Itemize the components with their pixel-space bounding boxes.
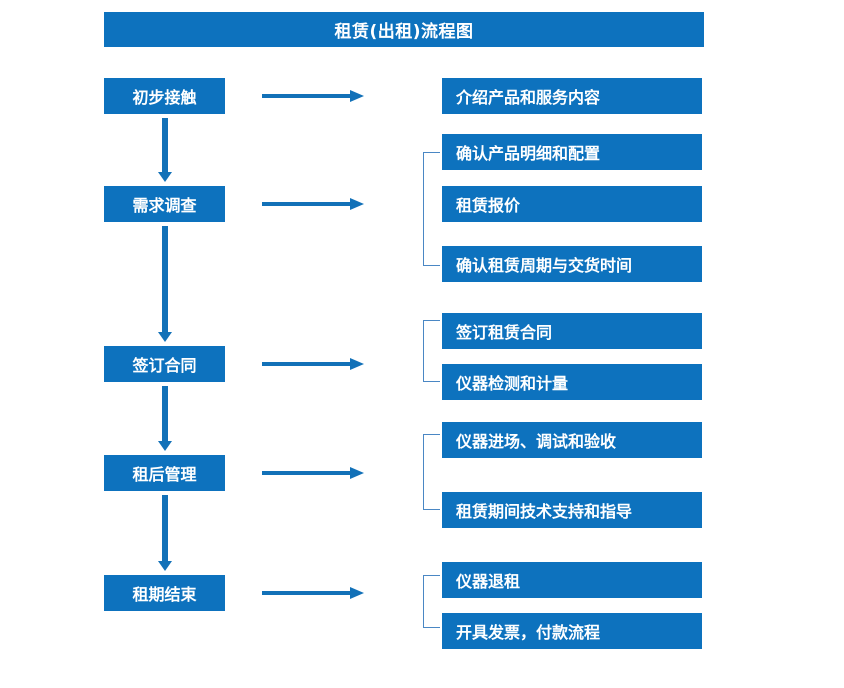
arrow-head [350,587,364,599]
stage-node-5[interactable]: 租期结束 [104,575,225,611]
arrow-head [350,467,364,479]
detail-node-10[interactable]: 开具发票，付款流程 [442,613,702,649]
arrow-head [158,561,172,571]
vertical-arrow-1-to-2 [158,118,172,182]
group-bracket-stage-4 [423,434,440,510]
detail-node-9[interactable]: 仪器退租 [442,562,702,598]
vertical-arrow-4-to-5 [158,495,172,571]
stage-node-1[interactable]: 初步接触 [104,78,225,114]
horizontal-arrow-stage-1 [262,90,364,102]
arrow-head [158,172,172,182]
detail-node-3[interactable]: 租赁报价 [442,186,702,222]
detail-node-8[interactable]: 租赁期间技术支持和指导 [442,492,702,528]
arrow-head [350,198,364,210]
arrow-shaft [162,118,168,173]
arrow-head [350,358,364,370]
arrow-shaft [162,495,168,562]
horizontal-arrow-stage-2 [262,198,364,210]
vertical-arrow-3-to-4 [158,386,172,451]
group-bracket-stage-5 [423,575,440,628]
arrow-shaft [162,386,168,442]
arrow-shaft [262,471,352,475]
detail-node-7[interactable]: 仪器进场、调试和验收 [442,422,702,458]
detail-node-4[interactable]: 确认租赁周期与交货时间 [442,246,702,282]
arrow-head [158,332,172,342]
detail-node-5[interactable]: 签订租赁合同 [442,313,702,349]
horizontal-arrow-stage-4 [262,467,364,479]
horizontal-arrow-stage-5 [262,587,364,599]
detail-node-6[interactable]: 仪器检测和计量 [442,364,702,400]
stage-node-4[interactable]: 租后管理 [104,455,225,491]
arrow-head [350,90,364,102]
vertical-arrow-2-to-3 [158,226,172,342]
arrow-head [158,441,172,451]
arrow-shaft [262,591,352,595]
chart-title: 租赁(出租)流程图 [104,12,704,47]
group-bracket-stage-3 [423,320,440,382]
arrow-shaft [162,226,168,333]
arrow-shaft [262,94,352,98]
detail-node-2[interactable]: 确认产品明细和配置 [442,134,702,170]
stage-node-2[interactable]: 需求调查 [104,186,225,222]
detail-node-1[interactable]: 介绍产品和服务内容 [442,78,702,114]
group-bracket-stage-2 [423,152,440,266]
horizontal-arrow-stage-3 [262,358,364,370]
arrow-shaft [262,202,352,206]
stage-node-3[interactable]: 签订合同 [104,346,225,382]
arrow-shaft [262,362,352,366]
